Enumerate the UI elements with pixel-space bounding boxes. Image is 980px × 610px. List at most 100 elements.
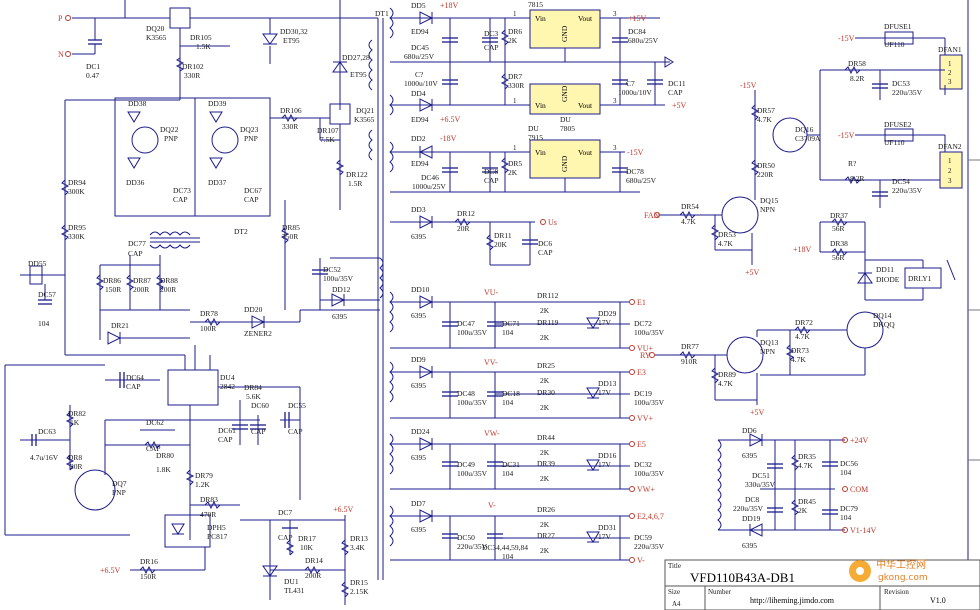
lbl-dc8bv: 220u/35V: [733, 504, 764, 513]
lbl-dc56v: 104: [840, 468, 852, 477]
lbl-dc52v: 100u/35V: [323, 274, 354, 283]
lbl-dr78: DR78: [200, 309, 218, 318]
lbl-dc6v: CAP: [538, 248, 553, 257]
lbl-dd12v: 6395: [332, 312, 347, 321]
net-v-minus: V-: [488, 501, 496, 510]
lbl-dd37: DD37: [208, 178, 227, 187]
reg2-gnd: GND: [560, 85, 569, 102]
lbl-dr88v: 200R: [160, 285, 176, 294]
net-vu-minus: VU-: [484, 288, 499, 297]
lbl-du4: DU4: [220, 373, 235, 382]
lbl-dc47: DC47: [457, 319, 475, 328]
lbl-dd10: DD10: [411, 285, 430, 294]
lbl-dr86: DR86: [103, 276, 121, 285]
lbl-rqv: 8.2R: [850, 174, 864, 183]
lbl-dr5v: 2K: [508, 168, 518, 177]
lbl-dq15v: NPN: [760, 205, 776, 214]
number-label: Number: [708, 588, 732, 596]
net-fan: FAN: [644, 211, 660, 220]
lbl-dc72: DC72: [634, 319, 652, 328]
lbl-dd29: DD29: [598, 309, 617, 318]
lbl-dc1: DC1: [86, 62, 100, 71]
net-ry: RY: [640, 351, 651, 360]
watermark-site: gkong.com: [878, 573, 928, 583]
net-v1-14: V1-14V: [850, 526, 876, 535]
lbl-dq20: DQ20: [146, 24, 165, 33]
lbl-dc60: DC60: [251, 401, 269, 410]
lbl-dd36: DD36: [126, 178, 145, 187]
lbl-dc64: DC64: [126, 373, 144, 382]
lbl-dr30: DR30: [537, 388, 555, 397]
lbl-dd2v: ED94: [411, 159, 429, 168]
lbl-dr16v: 150R: [140, 572, 156, 581]
lbl-dd16v: 17V: [598, 460, 612, 469]
lbl-dq14: DQ14: [873, 311, 892, 320]
lbl-dd4: DD4: [411, 89, 426, 98]
lbl-dr15: DR15: [350, 578, 368, 587]
lbl-dr112: DR112: [537, 291, 559, 300]
lbl-dd2728: DD27,28: [342, 53, 370, 62]
lbl-dfan1: DFAN1: [938, 45, 962, 54]
net-com: COM: [850, 485, 868, 494]
driver-supply-v: [390, 365, 630, 419]
lbl-dc55: DC55: [288, 401, 306, 410]
lbl-dc19v: 100u/35V: [634, 398, 665, 407]
watermark-cn: 中华工控网: [876, 558, 926, 571]
lbl-dd7: DD7: [411, 499, 426, 508]
lbl-dc8: DC8: [484, 167, 498, 176]
net-n: N: [58, 50, 64, 59]
lbl-dq13: DQ13: [760, 338, 779, 347]
lbl-dr119v: 2K: [540, 333, 550, 342]
net-vv-minus: VV-: [484, 358, 498, 367]
net-plus15: +15V: [628, 14, 647, 23]
lbl-dr112v: 2K: [540, 306, 550, 315]
lbl-dd6v: 6395: [742, 451, 757, 460]
net-p: P: [58, 14, 63, 23]
lbl-dc67: DC67: [244, 186, 262, 195]
net-minus15-f1: -15V: [838, 34, 855, 43]
reg3-pin1: 1: [513, 144, 517, 152]
lbl-drly1: DRLY1: [908, 274, 932, 283]
fan1-pin3: 3: [948, 78, 952, 86]
lbl-dr83: DR83: [200, 495, 218, 504]
lbl-dr105: DR105: [190, 33, 212, 42]
lbl-dc32v: 100u/35V: [634, 469, 665, 478]
lbl-dr14v: 200R: [305, 571, 321, 580]
lbl-dq22v: PNP: [164, 134, 178, 143]
lbl-dr82v: 1K: [70, 418, 80, 427]
lbl-dc59: DC59: [634, 533, 652, 542]
lbl-dr106v: 330R: [282, 122, 298, 131]
lbl-dc51v: 330u/35V: [745, 480, 776, 489]
lbl-dc47v: 100u/35V: [457, 328, 488, 337]
lbl-dr105v: 1.5K: [196, 42, 211, 51]
fan2-pin3: 3: [948, 177, 952, 185]
lbl-dr58v: 8.2R: [850, 74, 864, 83]
fan2-pin2: 2: [948, 167, 952, 175]
lbl-dr78v: 100R: [200, 324, 216, 333]
lbl-dc45: DC45: [411, 43, 429, 52]
lbl-dc54v: 220u/35V: [892, 186, 923, 195]
reg3-gnd: GND: [560, 155, 569, 172]
lbl-dr86v: 150R: [105, 285, 121, 294]
lbl-dd7v: 6395: [411, 525, 426, 534]
sheet-border: [967, 0, 980, 560]
lbl-dr26v: 2K: [540, 520, 550, 529]
lbl-dc57v: 104: [38, 319, 50, 328]
lbl-dfan2: DFAN2: [938, 142, 962, 151]
fan1-pin2: 2: [948, 69, 952, 77]
lbl-dc78v: 680u/25V: [626, 176, 657, 185]
lbl-dr79: DR79: [195, 471, 213, 480]
lbl-dr87v: 200R: [133, 285, 149, 294]
lbl-dt1: DT1: [375, 9, 389, 18]
lbl-dr89v: 4.7K: [718, 379, 733, 388]
lbl-dr79v: 1.2K: [195, 480, 210, 489]
lbl-dq23: DQ23: [240, 125, 259, 134]
lbl-dc84v: 680u/25V: [628, 36, 659, 45]
lbl-dc50: DC50: [457, 533, 475, 542]
lbl-dc48: DC48: [457, 389, 475, 398]
lbl-du1: DU1: [284, 577, 299, 586]
revision-label: Revision: [884, 588, 909, 596]
size-value: A4: [672, 600, 681, 608]
lbl-dr6v: 2K: [508, 36, 518, 45]
lbl-dr85v: 750R: [282, 232, 298, 241]
